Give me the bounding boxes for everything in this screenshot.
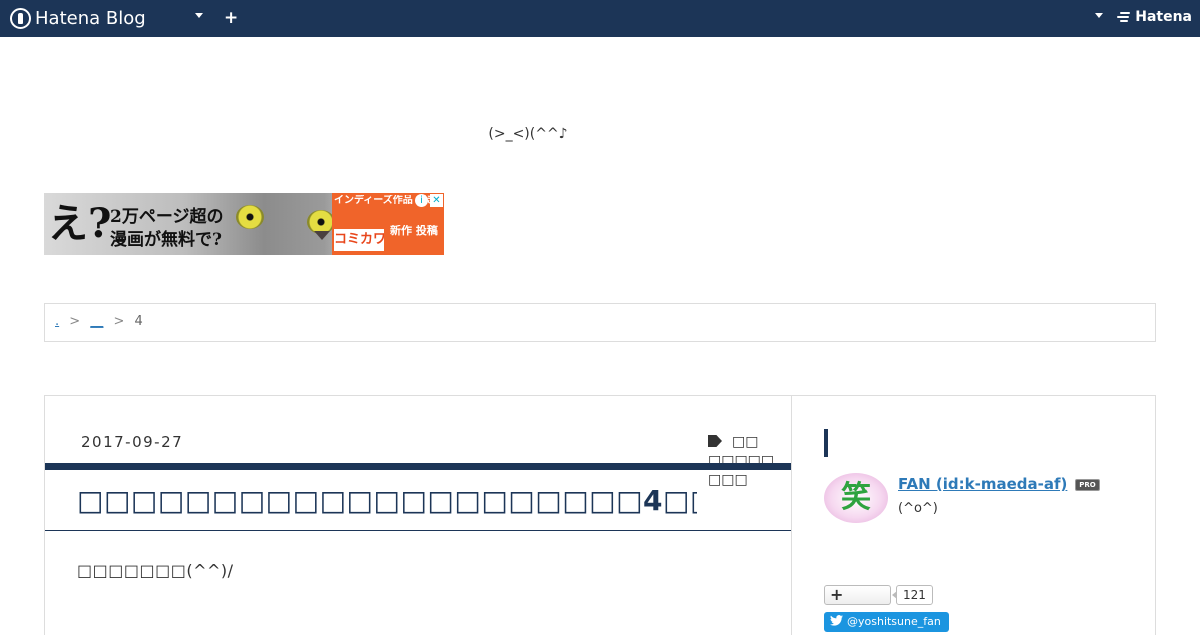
new-post-plus-icon[interactable]: + bbox=[224, 8, 239, 28]
top-navigation-bar: Hatena Blog + Hatena bbox=[0, 0, 1200, 37]
ad-cat-nose bbox=[314, 231, 330, 240]
breadcrumb: . > __ > 4 bbox=[44, 303, 1156, 342]
blog-title[interactable]: (>_<)(^^♪ bbox=[488, 126, 568, 142]
post-category-tag[interactable]: □□ □□□□□ □□□ bbox=[708, 433, 778, 490]
follow-button[interactable]: + bbox=[824, 585, 891, 605]
breadcrumb-current: 4 bbox=[134, 314, 143, 329]
hatena-brand-text: Hatena bbox=[1135, 9, 1192, 25]
twitter-bird-icon bbox=[830, 615, 843, 626]
tag-icon bbox=[708, 435, 722, 447]
ad-close-icon[interactable]: ✕ bbox=[430, 194, 443, 207]
user-menu-chevron-down-icon[interactable] bbox=[1095, 13, 1103, 18]
ad-brand-logo: コミカワ bbox=[334, 229, 384, 251]
ad-cat-right-eye bbox=[307, 210, 335, 234]
breadcrumb-separator: > bbox=[69, 314, 81, 329]
sidebar: 笑 FAN (id:k-maeda-af) PRO (^o^) + 121 @y… bbox=[791, 395, 1156, 635]
hatena-blog-logo-icon bbox=[10, 7, 31, 29]
post-date[interactable]: 2017-09-27 bbox=[81, 433, 184, 451]
pro-badge: PRO bbox=[1075, 479, 1100, 491]
breadcrumb-category-link[interactable]: __ bbox=[90, 314, 104, 329]
breadcrumb-separator: > bbox=[113, 314, 125, 329]
blog-menu-chevron-down-icon[interactable] bbox=[195, 13, 203, 18]
ad-cat-left-eye bbox=[236, 205, 264, 229]
twitter-handle: @yoshitsune_fan bbox=[847, 615, 941, 628]
article-container: 2017-09-27 □□ □□□□□ □□□ □□□□□□□□□□□□□□□□… bbox=[44, 395, 792, 635]
sidebar-profile-heading bbox=[824, 429, 828, 457]
post-title-divider bbox=[45, 530, 792, 531]
ad-headline-line-1: 2万ページ超の bbox=[110, 207, 224, 227]
ad-side-text: 新作 投稿 中も bbox=[390, 225, 440, 237]
avatar[interactable]: 笑 bbox=[824, 473, 888, 523]
ad-headline-glyph: え? bbox=[48, 200, 112, 247]
ad-headline-line-2: 漫画が無料で? bbox=[110, 230, 222, 250]
twitter-follow-button[interactable]: @yoshitsune_fan bbox=[824, 612, 949, 632]
ad-tagline: インディーズ作品 好きな漫画が見つかる bbox=[334, 195, 430, 206]
hatena-home-link[interactable]: Hatena bbox=[1117, 9, 1192, 25]
post-title[interactable]: □□□□□□□□□□□□□□□□□□□□□4□□ bbox=[77, 484, 697, 517]
profile-name-link[interactable]: FAN (id:k-maeda-af) bbox=[898, 475, 1068, 493]
plus-icon: + bbox=[830, 585, 844, 604]
post-body-text: □□□□□□□(^^)/ bbox=[77, 561, 234, 580]
follower-count: 121 bbox=[892, 585, 933, 605]
advertisement-banner[interactable]: え? 2万ページ超の 漫画が無料で? インディーズ作品 好きな漫画が見つかる コ… bbox=[44, 193, 444, 255]
hatena-blog-logo-text: Hatena Blog bbox=[35, 7, 146, 29]
ad-info-icon[interactable]: i bbox=[415, 194, 428, 207]
profile-description: (^o^) bbox=[898, 501, 938, 516]
post-header-rule bbox=[45, 463, 792, 470]
breadcrumb-home-link[interactable]: . bbox=[55, 314, 60, 329]
hatena-wave-icon bbox=[1117, 10, 1131, 24]
hatena-blog-logo-link[interactable]: Hatena Blog bbox=[10, 6, 146, 30]
